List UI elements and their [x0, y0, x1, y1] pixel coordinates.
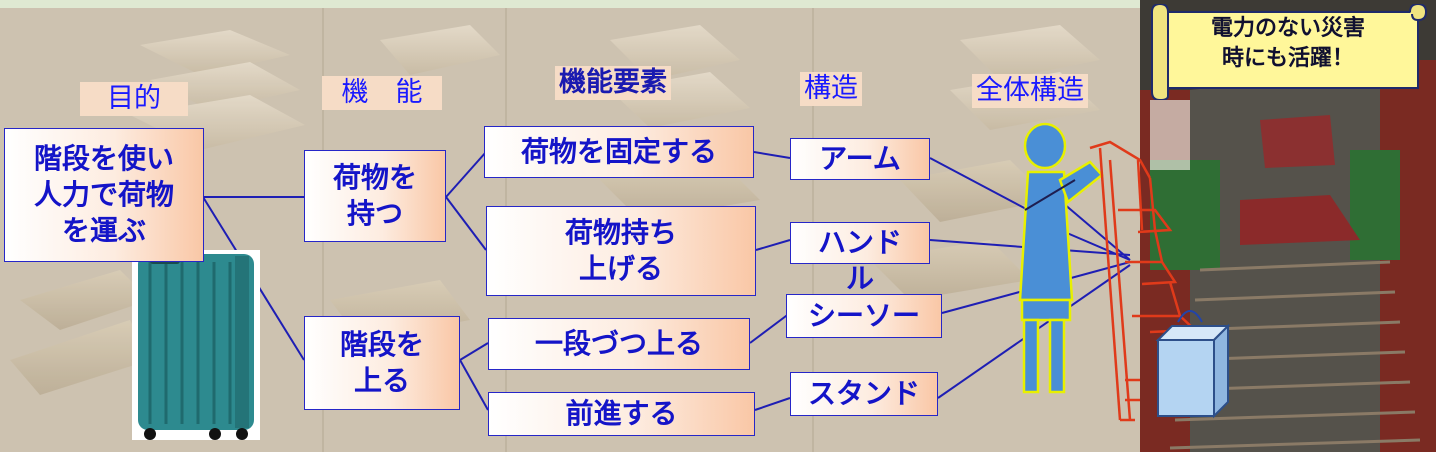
- structure-arm-text: アーム: [819, 142, 901, 175]
- structure-stand-text: スタンド: [807, 377, 920, 410]
- element-forward-text: 前進する: [565, 397, 678, 430]
- element-box-step: 一段づつ上る: [488, 318, 750, 370]
- function-box-climb: 階段を 上る: [304, 316, 460, 410]
- purpose-line-2: 人力で荷物: [33, 178, 174, 211]
- callout-line-2: 時にも活躍！: [1221, 46, 1354, 71]
- element-box-forward: 前進する: [488, 392, 755, 436]
- callout-line-1: 電力のない災害: [1210, 16, 1365, 41]
- callout-text: 電力のない災害 時にも活躍！: [1163, 14, 1413, 74]
- structure-handle-overflow: ル: [846, 262, 875, 295]
- header-overall-structure: 全体構造: [972, 74, 1088, 108]
- function-climb-line-2: 上る: [353, 364, 410, 397]
- function-hold-line-2: 持つ: [346, 197, 403, 230]
- purpose-box: 階段を使い 人力で荷物 を運ぶ: [4, 128, 204, 262]
- header-function: 機 能: [322, 76, 442, 110]
- structure-handle-text: ハンド: [817, 226, 902, 259]
- element-lift-line-2: 上げる: [578, 252, 663, 285]
- structure-box-arm: アーム: [790, 138, 930, 180]
- header-function-element: 機能要素: [555, 66, 671, 100]
- structure-box-stand: スタンド: [790, 372, 938, 416]
- element-step-text: 一段づつ上る: [534, 327, 703, 360]
- element-box-fix: 荷物を固定する: [484, 126, 754, 178]
- element-fix-text: 荷物を固定する: [520, 135, 717, 168]
- header-structure: 構造: [800, 72, 862, 106]
- purpose-line-1: 階段を使い: [33, 142, 174, 175]
- callout-scroll: [1151, 4, 1428, 100]
- structure-box-handle: ハンド: [790, 222, 930, 264]
- function-box-hold: 荷物を 持つ: [304, 150, 446, 242]
- function-hold-line-1: 荷物を: [332, 161, 417, 194]
- purpose-line-3: を運ぶ: [61, 214, 146, 247]
- function-climb-line-1: 階段を: [339, 328, 424, 361]
- structure-seesaw-text: シーソー: [807, 299, 920, 332]
- element-lift-line-1: 荷物持ち: [564, 216, 677, 249]
- header-purpose: 目的: [80, 82, 188, 116]
- structure-box-seesaw: シーソー: [786, 294, 942, 338]
- element-box-lift: 荷物持ち 上げる: [486, 206, 756, 296]
